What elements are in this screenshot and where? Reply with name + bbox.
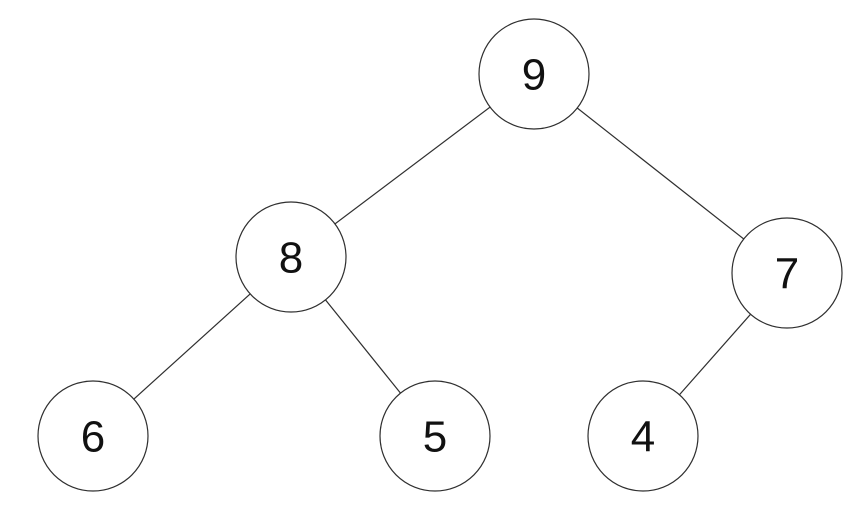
tree-node-label-9: 9 <box>522 50 546 99</box>
tree-node-circle-4 <box>587 380 699 492</box>
tree-node-circle-5 <box>379 380 491 492</box>
tree-node-label-6: 6 <box>81 412 105 461</box>
tree-node-label-5: 5 <box>423 412 447 461</box>
tree-node-9: 9 <box>478 18 590 130</box>
tree-node-label-4: 4 <box>631 412 655 461</box>
tree-node-label-8: 8 <box>279 233 303 282</box>
tree-node-7: 7 <box>731 217 843 329</box>
tree-node-label-7: 7 <box>775 249 799 298</box>
tree-node-4: 4 <box>587 380 699 492</box>
tree-node-circle-8 <box>235 201 347 313</box>
tree-node-circle-9 <box>478 18 590 130</box>
tree-node-5: 5 <box>379 380 491 492</box>
tree-node-circle-7 <box>731 217 843 329</box>
tree-node-6: 6 <box>37 380 149 492</box>
tree-node-circle-6 <box>37 380 149 492</box>
tree-node-8: 8 <box>235 201 347 313</box>
